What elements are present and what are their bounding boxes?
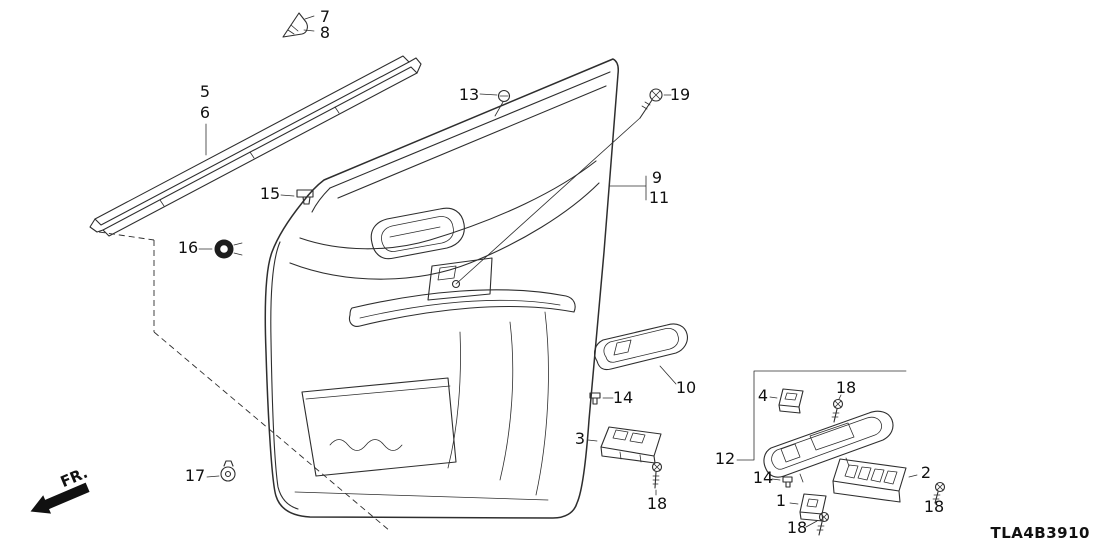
callout-7: 7 <box>319 7 331 26</box>
callout-2: 2 <box>920 463 932 482</box>
callout-18-bottom: 18 <box>786 518 808 537</box>
screw-18-center <box>651 461 663 496</box>
callout-6: 6 <box>199 103 211 122</box>
callout-11: 11 <box>648 188 670 207</box>
switch-4 <box>769 388 804 414</box>
screw-18-bottom <box>805 511 830 536</box>
clip-14-upper <box>589 392 614 405</box>
callout-9: 9 <box>651 168 663 187</box>
callout-3: 3 <box>574 429 586 448</box>
clip-13 <box>479 89 511 117</box>
callout-14-upper: 14 <box>612 388 634 407</box>
clip-15 <box>280 189 314 205</box>
door-weatherstrip-molding <box>89 55 422 237</box>
screw-18-right <box>932 481 946 504</box>
callout-18-upper-right: 18 <box>835 378 857 397</box>
callout-10: 10 <box>675 378 697 397</box>
callout-14-lower: 14 <box>752 468 774 487</box>
callout-bracket-9-11 <box>608 175 647 201</box>
callout-15: 15 <box>259 184 281 203</box>
clip-14-lower <box>771 476 793 488</box>
callout-18-center: 18 <box>646 494 668 513</box>
switch-1 <box>789 493 827 522</box>
pull-pocket-cap <box>594 323 688 385</box>
callout-4: 4 <box>757 386 769 405</box>
clip-17 <box>206 460 236 482</box>
master-power-window-switch <box>832 458 918 503</box>
callout-18-right: 18 <box>923 497 945 516</box>
callout-1: 1 <box>775 491 787 510</box>
switch-panel-bezel <box>763 410 894 483</box>
callout-5: 5 <box>199 82 211 101</box>
callout-17: 17 <box>184 466 206 485</box>
callout-13: 13 <box>458 85 480 104</box>
front-door-lining-panel <box>264 58 619 519</box>
fr-direction-arrow: FR. <box>30 464 90 514</box>
corner-finisher-clip <box>282 12 315 38</box>
callout-8: 8 <box>319 23 331 42</box>
callout-bracket-12 <box>736 370 907 461</box>
fr-arrow-shape <box>30 482 90 514</box>
diagram-code: TLA4B3910 <box>990 524 1090 542</box>
screw-18-upper-right <box>831 394 844 423</box>
power-window-sub-switch <box>587 426 662 464</box>
construction-lines <box>98 231 391 532</box>
callout-19: 19 <box>669 85 691 104</box>
grommet-16 <box>198 239 243 259</box>
callout-12: 12 <box>714 449 736 468</box>
callout-16: 16 <box>177 238 199 257</box>
